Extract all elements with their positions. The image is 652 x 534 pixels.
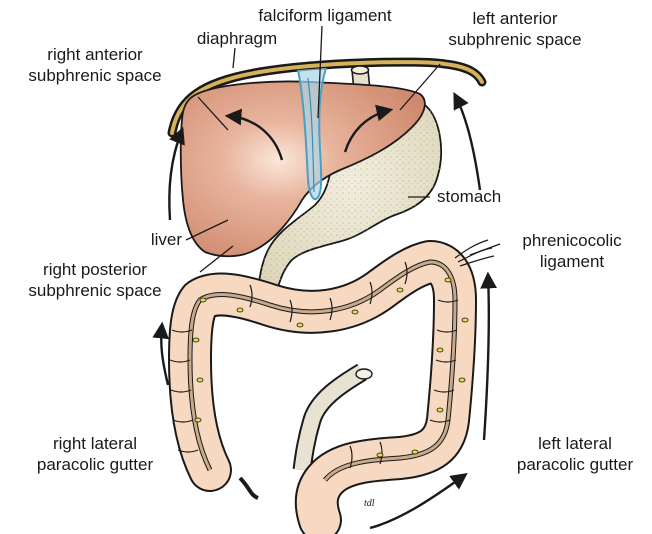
colon [170,262,468,520]
label-right-posterior-subphrenic-space: right posterior subphrenic space [5,259,185,301]
arrow-right-paracolic [161,325,168,385]
artist-signature: tdl [364,498,375,509]
label-stomach: stomach [437,186,557,207]
label-right-lateral-paracolic-gutter: right lateral paracolic gutter [20,433,170,475]
arrow-left-lateral-lower [370,475,465,528]
label-liver: liver [100,229,182,250]
arrow-left-lateral-upper [484,275,489,440]
label-phrenicocolic-ligament: phrenicocolic ligament [498,230,646,272]
label-falciform-ligament: falciform ligament [250,5,400,26]
label-left-lateral-paracolic-gutter: left lateral paracolic gutter [500,433,650,475]
arrow-left-anterior-outer [455,95,480,190]
label-right-anterior-subphrenic-space: right anterior subphrenic space [5,44,185,86]
label-left-anterior-subphrenic-space: left anterior subphrenic space [425,8,605,50]
label-diaphragm: diaphragm [172,28,302,49]
